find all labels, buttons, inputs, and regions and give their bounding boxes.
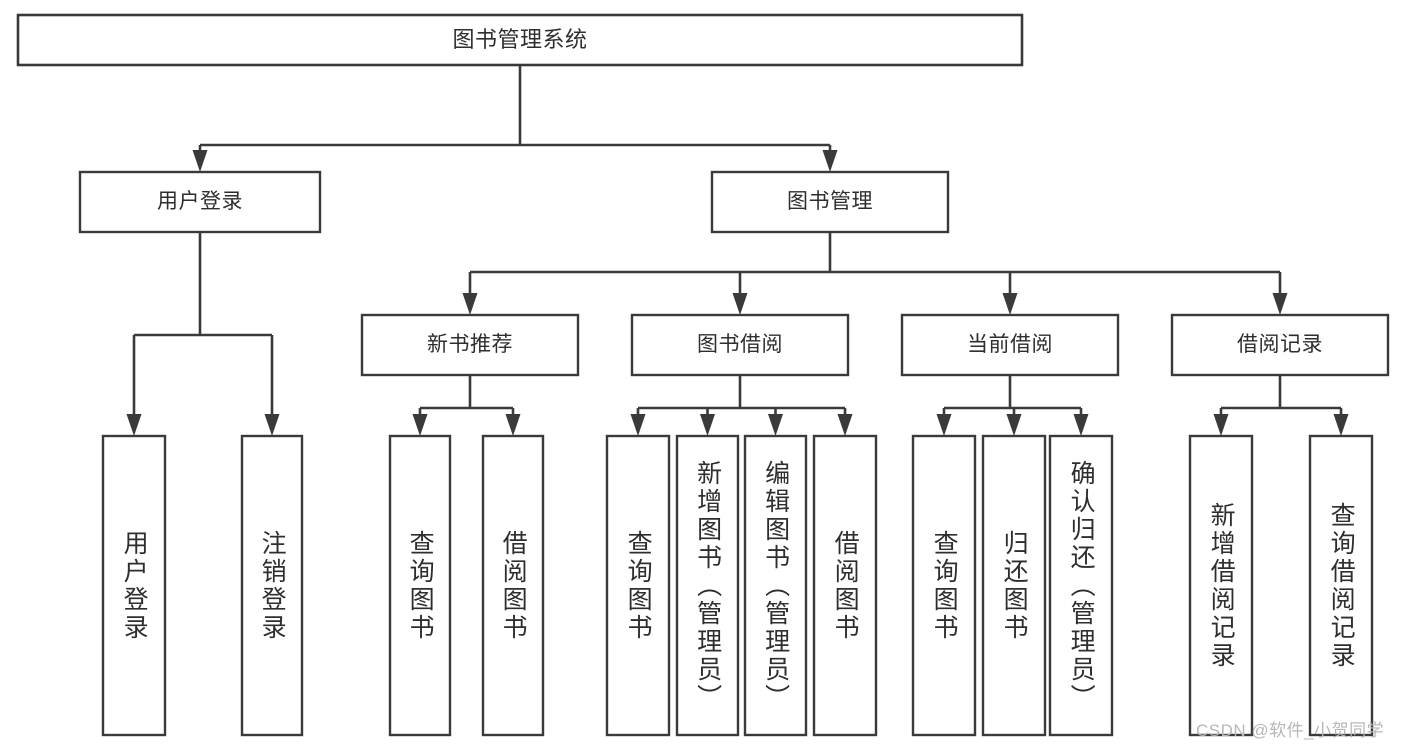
connector-layer xyxy=(126,65,1349,436)
arrow-head-leaf10 xyxy=(1006,414,1022,436)
arrow-head-leaf12 xyxy=(1213,414,1229,436)
node-box-borrow[interactable] xyxy=(630,313,850,377)
csdn-watermark: CSDN @软件_小贺同学 xyxy=(1196,721,1385,740)
node-box-leaf11[interactable] xyxy=(1048,434,1114,737)
arrow-head-current xyxy=(1002,293,1018,315)
arrow-head-leaf2 xyxy=(264,414,280,436)
arrow-head-leaf9 xyxy=(936,414,952,436)
arrow-head-leaf13 xyxy=(1333,414,1349,436)
node-box-current[interactable] xyxy=(900,313,1120,377)
node-box-leaf8[interactable] xyxy=(812,434,878,737)
node-box-leaf12[interactable] xyxy=(1188,434,1254,737)
arrow-head-record xyxy=(1272,293,1288,315)
arrow-head-leaf7 xyxy=(768,414,783,436)
arrow-head-leaf11 xyxy=(1073,414,1089,436)
node-box-newbook[interactable] xyxy=(360,313,580,377)
node-box-record[interactable] xyxy=(1170,313,1390,377)
node-box-leaf2[interactable] xyxy=(240,434,304,737)
node-box-leaf3[interactable] xyxy=(388,434,452,737)
box-layer xyxy=(16,13,1390,737)
arrow-head-leaf8 xyxy=(837,414,853,436)
arrow-head-borrow xyxy=(732,293,748,315)
node-box-leaf5[interactable] xyxy=(605,434,671,737)
arrow-head-newbook xyxy=(462,293,478,315)
node-box-leaf6[interactable] xyxy=(675,434,740,737)
arrow-head-leaf1 xyxy=(126,414,142,436)
node-box-leaf1[interactable] xyxy=(101,434,167,737)
node-box-leaf10[interactable] xyxy=(981,434,1047,737)
node-box-login[interactable] xyxy=(78,170,322,234)
arrow-head-leaf5 xyxy=(630,414,646,436)
node-box-root[interactable] xyxy=(16,13,1024,67)
arrow-head-leaf4 xyxy=(505,414,521,436)
node-box-bookmgmt[interactable] xyxy=(710,170,950,234)
arrow-head-login xyxy=(192,150,208,172)
arrow-head-leaf3 xyxy=(412,414,428,436)
node-box-leaf9[interactable] xyxy=(911,434,977,737)
arrow-head-leaf6 xyxy=(700,414,715,436)
node-box-leaf13[interactable] xyxy=(1308,434,1374,737)
node-box-leaf4[interactable] xyxy=(481,434,545,737)
arrow-head-bookmgmt xyxy=(822,150,838,172)
node-box-leaf7[interactable] xyxy=(743,434,808,737)
